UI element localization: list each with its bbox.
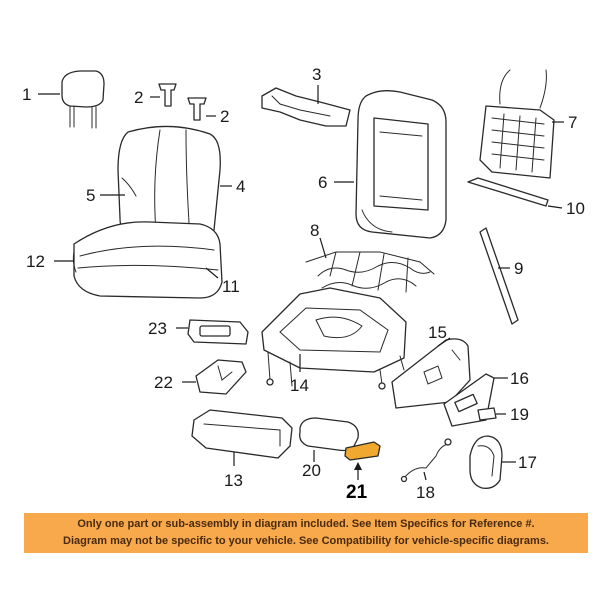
callout-23: 23	[148, 319, 167, 338]
callout-13: 13	[224, 471, 243, 490]
part-21-highlighted: 21	[344, 441, 381, 503]
disclaimer-banner: Only one part or sub-assembly in diagram…	[24, 513, 588, 553]
part-22-shield-piece: 22	[154, 359, 247, 395]
callout-12: 12	[26, 252, 45, 271]
part-6-seat-back-frame: 6	[318, 90, 447, 239]
part-13-lower-trim-tray: 13	[191, 409, 293, 490]
callout-17: 17	[518, 453, 537, 472]
callout-16: 16	[510, 369, 529, 388]
callout-14: 14	[290, 376, 309, 395]
part-21-fill	[344, 441, 381, 461]
part-9-side-rod: 9	[479, 227, 523, 325]
part-4-seat-back-cover: 5 4	[86, 125, 245, 243]
part-11-seat-cushion: 12 11	[26, 221, 240, 299]
part-3-back-bracket: 3	[261, 65, 351, 127]
part-10-trim-strip: 10	[467, 177, 585, 218]
callout-19: 19	[510, 405, 529, 424]
callout-20: 20	[302, 461, 321, 480]
part-8-seat-springs: 8	[305, 221, 435, 293]
disclaimer-line-2: Diagram may not be specific to your vehi…	[63, 535, 549, 547]
disclaimer-line-1: Only one part or sub-assembly in diagram…	[77, 518, 535, 530]
callout-4: 4	[236, 177, 245, 196]
callout-5: 5	[86, 186, 95, 205]
callout-7: 7	[568, 113, 577, 132]
part-15-side-shield: 15	[391, 323, 471, 409]
callout-9: 9	[514, 259, 523, 278]
callout-11: 11	[222, 277, 240, 296]
part-23-switch-module: 23	[148, 319, 249, 345]
part-20-cover-panel: 20	[299, 417, 359, 480]
callout-10: 10	[566, 199, 585, 218]
part-19-switch-knob: 19	[477, 405, 529, 424]
callout-2b: 2	[220, 107, 229, 126]
part-14-seat-track: 14	[261, 287, 407, 395]
part-2-headrest-guides: 2 2	[134, 83, 229, 126]
callout-22: 22	[154, 373, 173, 392]
callout-3: 3	[312, 65, 321, 84]
callout-15: 15	[428, 323, 447, 342]
callout-1: 1	[22, 85, 31, 104]
callout-2a: 2	[134, 88, 143, 107]
part-1-headrest: 1	[22, 70, 105, 129]
callout-18: 18	[416, 483, 435, 502]
callout-6: 6	[318, 173, 327, 192]
part-17-recliner-cover: 17	[469, 435, 537, 489]
callout-21: 21	[346, 482, 368, 503]
part-7-lumbar-assembly: 7	[479, 69, 577, 179]
callout-8: 8	[310, 221, 319, 240]
part-18-cable: 18	[400, 438, 452, 502]
